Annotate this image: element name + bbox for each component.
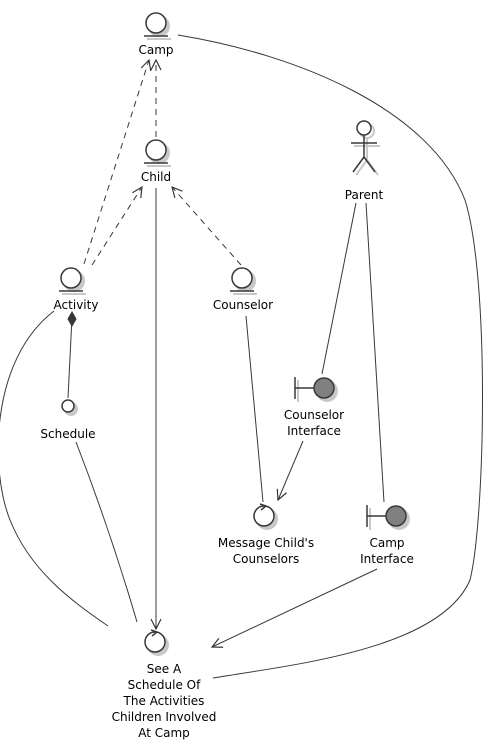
see-schedule-label: See A Schedule Of The Activities Childre… xyxy=(111,662,217,740)
camp-interface-boundary-icon xyxy=(366,505,407,527)
see-schedule-control-icon xyxy=(144,629,166,653)
child-entity-icon xyxy=(144,139,168,164)
parent-label: Parent xyxy=(344,188,384,202)
activity-label: Activity xyxy=(53,298,99,312)
edge-counselor-to-message xyxy=(245,315,264,503)
camp-entity-icon xyxy=(144,12,168,37)
camp-interface-label: Camp Interface xyxy=(360,536,414,566)
counselor-entity-icon xyxy=(230,267,254,292)
edge-parent-to-camp-interface xyxy=(365,202,385,503)
edge-layer xyxy=(0,34,483,679)
composition-diamond xyxy=(67,310,77,328)
message-counselors-label: Message Child's Counselors xyxy=(217,536,315,566)
message-counselors-control-icon xyxy=(253,503,275,527)
edge-activity-to-see-schedule xyxy=(0,310,109,627)
edge-counselor-to-child xyxy=(172,187,242,266)
activity-entity-icon xyxy=(59,267,83,292)
edge-activity-to-child xyxy=(91,187,142,266)
edge-camp-to-see-schedule xyxy=(177,34,483,679)
edge-schedule-to-see-schedule xyxy=(75,441,138,623)
counselor-label: Counselor xyxy=(212,298,274,312)
counselor-interface-boundary-icon xyxy=(294,377,335,399)
counselor-interface-label: Counselor Interface xyxy=(283,408,345,438)
child-label: Child xyxy=(140,170,172,184)
edge-parent-to-counselor-interface xyxy=(321,202,357,375)
camp-label: Camp xyxy=(138,43,174,57)
parent-actor-icon xyxy=(351,120,377,173)
schedule-circle-icon xyxy=(61,399,75,413)
edge-counselor-interface-to-message xyxy=(278,440,304,500)
edge-activity-to-camp xyxy=(83,60,149,265)
edge-camp-interface-to-see-schedule xyxy=(212,568,378,647)
schedule-label: Schedule xyxy=(40,427,96,441)
edge-activity-to-schedule xyxy=(67,316,73,399)
